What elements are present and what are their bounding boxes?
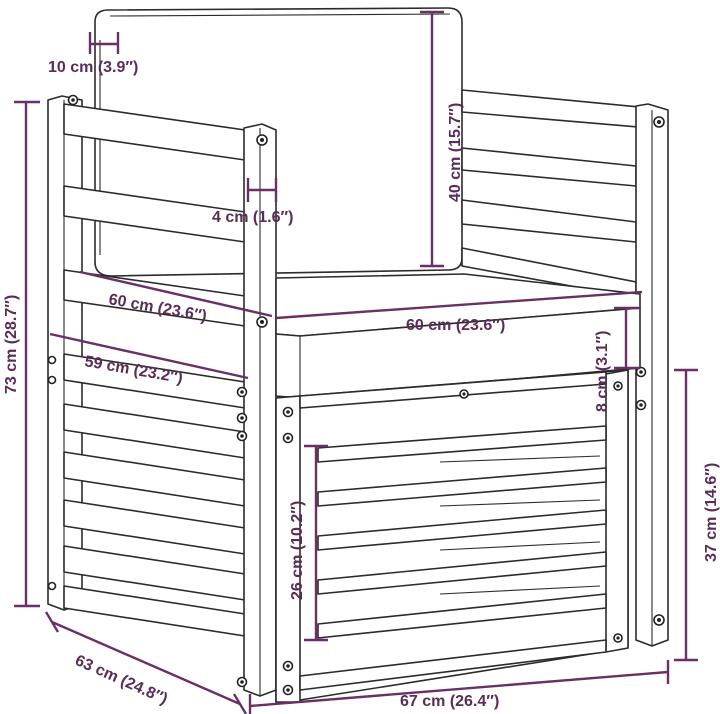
label-total-depth: 63 cm (24.8″)	[72, 652, 170, 708]
label-total-width: 67 cm (26.4″)	[400, 693, 499, 710]
label-armrest-gap: 4 cm (1.6″)	[212, 209, 293, 226]
label-total-height: 73 cm (28.7″)	[3, 295, 20, 394]
right-armrest	[461, 89, 669, 647]
left-armrest	[47, 94, 277, 697]
storage-box	[275, 369, 629, 703]
label-backrest-height: 40 cm (15.7″)	[447, 103, 464, 202]
label-backrest-thickness: 10 cm (3.9″)	[48, 59, 138, 76]
label-seat-width: 60 cm (23.6″)	[406, 317, 505, 334]
dimension-lines	[14, 10, 698, 714]
label-seat-height: 37 cm (14.6″)	[703, 463, 720, 562]
label-storage-height: 26 cm (10.2″)	[289, 501, 306, 600]
label-cushion-thickness: 8 cm (3.1″)	[594, 331, 611, 412]
